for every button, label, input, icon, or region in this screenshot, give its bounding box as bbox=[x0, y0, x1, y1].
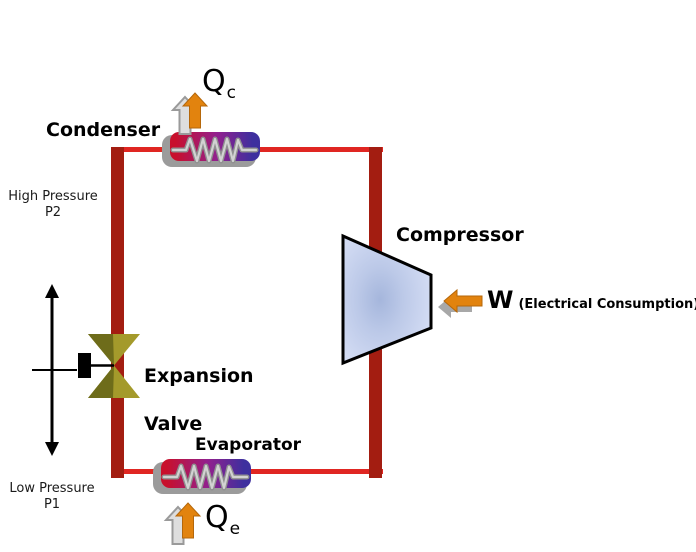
low-pressure-label: Low Pressure P1 bbox=[0, 481, 104, 513]
coil-zigzag-highlight bbox=[171, 137, 258, 163]
high-pressure-symbol: P2 bbox=[44, 205, 62, 220]
low-pressure-symbol: P1 bbox=[43, 497, 61, 512]
qe-symbol: Q bbox=[205, 500, 229, 535]
high-pressure-label: High Pressure P2 bbox=[0, 189, 106, 221]
heat-in-arrow-icon bbox=[163, 502, 202, 545]
compressor-shape bbox=[341, 233, 433, 366]
span-arrowhead-down bbox=[45, 442, 59, 456]
orange-up-arrow bbox=[181, 92, 209, 129]
orange-left-arrow bbox=[443, 288, 483, 314]
qc-subscript: c bbox=[226, 83, 236, 103]
high-pressure-text: High Pressure bbox=[8, 189, 98, 204]
valve-stem-handle bbox=[78, 353, 91, 378]
work-in-arrow-icon bbox=[438, 288, 483, 318]
expansion-valve-icon bbox=[78, 334, 140, 398]
work-label: W (Electrical Consumption) bbox=[487, 286, 696, 314]
orange-up-arrow bbox=[174, 502, 202, 539]
evaporator-unit bbox=[153, 459, 251, 494]
valve-top-shade bbox=[88, 334, 114, 366]
evaporator-label: Evaporator bbox=[195, 435, 302, 455]
qc-symbol: Q bbox=[202, 64, 226, 99]
low-pressure-text: Low Pressure bbox=[9, 481, 95, 496]
coil-zigzag-highlight bbox=[162, 464, 249, 490]
evaporator-coil-icon bbox=[161, 463, 250, 491]
compressor-trapezoid bbox=[341, 233, 433, 366]
expansion-valve-label-line1: Expansion bbox=[144, 365, 254, 387]
expansion-valve-label-line2: Valve bbox=[144, 413, 203, 435]
compressor-label: Compressor bbox=[396, 224, 524, 246]
pipe-left-vertical bbox=[111, 147, 124, 478]
span-arrowhead-up bbox=[45, 284, 59, 298]
valve-bottom-shade bbox=[88, 365, 114, 398]
evaporator-heat-label: Qe bbox=[205, 500, 240, 539]
condenser-coil-icon bbox=[170, 136, 259, 164]
condenser-heat-label: Qc bbox=[202, 64, 236, 103]
work-description: (Electrical Consumption) bbox=[518, 297, 696, 312]
expansion-valve-label: Expansion Valve bbox=[144, 340, 254, 460]
qe-subscript: e bbox=[229, 519, 241, 539]
pressure-span-arrow-icon bbox=[32, 284, 77, 456]
heat-out-arrow-icon bbox=[170, 92, 209, 135]
condenser-unit bbox=[162, 132, 260, 167]
work-symbol: W bbox=[487, 286, 514, 314]
condenser-label: Condenser bbox=[46, 119, 161, 141]
